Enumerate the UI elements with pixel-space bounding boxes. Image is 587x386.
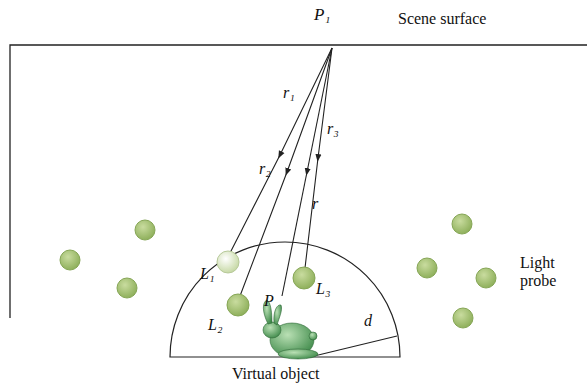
ray [240,48,332,296]
ray [305,48,332,268]
scene-surface [10,45,587,318]
point-label: P [264,292,274,310]
ray-label: r [312,195,318,213]
caption-label: Virtual object [232,365,319,383]
light-probe [293,267,315,289]
ray-label: r₃ [327,120,339,138]
ray-label: r₂ [259,160,271,178]
light-probe [117,278,137,298]
light-probes [60,214,496,328]
scene-label: Scene surface [398,10,486,28]
light-probe [60,250,80,270]
ray [230,48,332,253]
light-probe [135,220,155,240]
light-probe [453,308,473,328]
virtual-object-hemisphere [170,242,400,357]
light-probe [227,294,249,316]
ray-label: r₁ [283,84,295,102]
radius-line [310,336,397,357]
probe-label: L₃ [316,280,330,298]
rays [230,48,332,296]
light-probe [417,258,437,278]
point-label: P₁ [314,6,330,25]
ray [282,48,332,296]
dimension-label: d [364,312,372,330]
probe-label: L₂ [208,316,222,334]
legend-label: Light probe [520,254,570,289]
light-probe [452,214,472,234]
light-probe [217,251,239,273]
probe-label: L₁ [200,265,214,283]
light-probe [476,268,496,288]
